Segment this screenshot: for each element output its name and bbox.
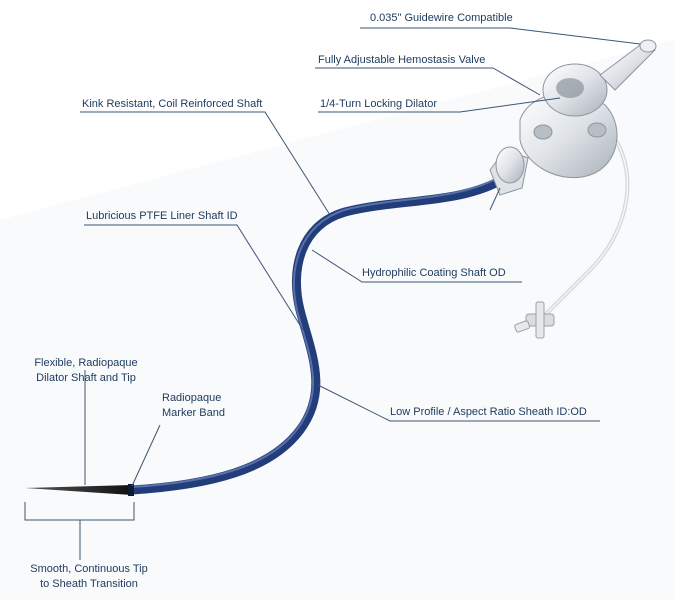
label-hemostasis-valve: Fully Adjustable Hemostasis Valve	[318, 54, 486, 66]
leader-marker	[131, 424, 161, 487]
label-guidewire: 0.035" Guidewire Compatible	[370, 12, 513, 24]
dilator-hub	[599, 44, 656, 91]
hub-assembly	[489, 39, 657, 196]
label-dilator-line2: Dilator Shaft and Tip	[36, 372, 136, 384]
label-smooth-transition: Smooth, Continuous Tip to Sheath Transit…	[14, 562, 164, 592]
sheath-shaft	[127, 173, 510, 495]
label-kink-resistant: Kink Resistant, Coil Reinforced Shaft	[82, 98, 263, 110]
label-ptfe-liner: Lubricious PTFE Liner Shaft ID	[86, 210, 238, 222]
leader-hydrophilic	[311, 249, 522, 283]
leader-guidewire	[360, 27, 641, 45]
leader-ptfe	[84, 224, 304, 331]
shaft-body	[127, 173, 510, 495]
label-dilator-line1: Flexible, Radiopaque	[34, 357, 138, 369]
label-marker-line1: Radiopaque	[162, 392, 222, 404]
stopcock-icon	[514, 301, 555, 339]
guidewire-port	[639, 39, 657, 53]
label-smooth-line1: Smooth, Continuous Tip	[30, 563, 148, 575]
side-port	[514, 130, 630, 339]
leader-hemostasis	[315, 67, 541, 96]
dilator-tip	[25, 484, 134, 496]
label-dilator-shaft: Flexible, Radiopaque Dilator Shaft and T…	[26, 356, 146, 386]
leader-kink	[80, 111, 331, 216]
leader-low-profile	[317, 384, 600, 422]
shaft-highlight	[131, 174, 504, 488]
leader-lines	[24, 27, 641, 560]
label-low-profile: Low Profile / Aspect Ratio Sheath ID:OD	[390, 406, 587, 418]
marker-band	[128, 484, 134, 496]
leader-locking	[318, 97, 561, 113]
label-hydrophilic-coating: Hydrophilic Coating Shaft OD	[362, 267, 506, 279]
label-marker-line2: Marker Band	[162, 407, 225, 419]
leader-hub-tick	[489, 187, 501, 211]
label-marker-band: Radiopaque Marker Band	[162, 391, 225, 421]
label-smooth-line2: to Sheath Transition	[40, 578, 138, 590]
label-locking-dilator: 1/4-Turn Locking Dilator	[320, 98, 437, 110]
